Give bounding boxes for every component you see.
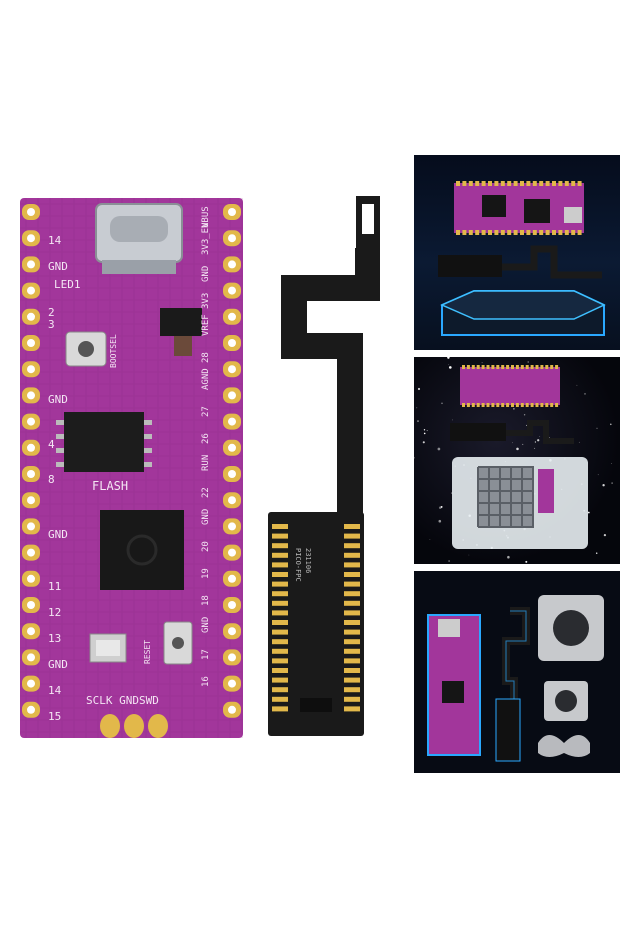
left-pin-label: 14 bbox=[48, 234, 62, 247]
left-pin-label: 8 bbox=[48, 473, 55, 486]
fpc-contact bbox=[344, 658, 360, 664]
fpc-label-1: PICO-FPC bbox=[294, 548, 302, 582]
left-pin-label: 4 bbox=[48, 438, 55, 451]
fpc-contact bbox=[272, 552, 288, 558]
right-pin-label: 17 bbox=[201, 649, 211, 660]
right-pin-label: GND bbox=[201, 266, 211, 282]
fpc-contact bbox=[272, 620, 288, 625]
swd-pad bbox=[100, 714, 120, 738]
mini-board bbox=[454, 183, 584, 233]
left-pin-label: 12 bbox=[48, 606, 61, 619]
fpc-contact bbox=[344, 572, 360, 577]
fpc-contact bbox=[344, 677, 360, 683]
bootsel-label: BOOTSEL bbox=[109, 334, 118, 368]
led-label: LED1 bbox=[54, 278, 81, 291]
fpc-contact bbox=[272, 706, 288, 712]
product-photo-console bbox=[414, 571, 620, 773]
left-pin-pads bbox=[22, 204, 40, 718]
controller bbox=[538, 735, 590, 757]
fpc-contact bbox=[344, 620, 360, 625]
right-pin-label: 16 bbox=[201, 676, 211, 687]
regulator-chip bbox=[160, 308, 202, 336]
left-pin-label: 14 bbox=[48, 684, 62, 697]
fpc-contact bbox=[272, 687, 288, 693]
right-pin-pads bbox=[223, 204, 241, 718]
fpc-contact bbox=[344, 524, 360, 529]
left-pin-label: 3 bbox=[48, 318, 55, 331]
fpc-contact bbox=[344, 581, 360, 587]
right-pin-label: 28 bbox=[201, 352, 211, 363]
flash-chip bbox=[64, 412, 144, 472]
fpc-contact bbox=[344, 562, 360, 568]
left-pin-label: GND bbox=[48, 658, 68, 671]
fpc-contact bbox=[272, 562, 288, 568]
fpc-contact bbox=[344, 629, 360, 635]
fpc-cable-image: PICO-FPC 231106 bbox=[268, 196, 380, 736]
right-pin-label: GND bbox=[201, 509, 211, 525]
swd-pad bbox=[148, 714, 168, 738]
fpc-contact bbox=[344, 600, 360, 606]
fpc-contact bbox=[272, 639, 288, 645]
fpc-contact bbox=[344, 706, 360, 712]
right-pin-label: 3V3 bbox=[201, 293, 211, 309]
right-pin-label: 27 bbox=[201, 406, 211, 417]
right-pin-label: 3V3_EN bbox=[201, 222, 211, 255]
fpc-contact bbox=[272, 668, 288, 673]
fpc-label-2: 231106 bbox=[304, 548, 312, 573]
fpc-contact bbox=[272, 629, 288, 635]
fpc-contact bbox=[344, 533, 360, 539]
left-pin-label: 2 bbox=[48, 306, 55, 319]
flash-label: FLASH bbox=[92, 479, 128, 493]
fpc-contact bbox=[272, 572, 288, 577]
swd-pad bbox=[124, 714, 144, 738]
fpc-contact bbox=[272, 524, 288, 529]
right-pin-label: VBUS bbox=[201, 206, 211, 228]
fpc-contact bbox=[272, 533, 288, 539]
left-pin-label: GND bbox=[48, 260, 68, 273]
rp2040-chip bbox=[100, 510, 184, 590]
right-pin-label: VREF bbox=[201, 314, 211, 336]
swd-label: SCLK GNDSWD bbox=[86, 694, 159, 707]
left-pin-label: GND bbox=[48, 393, 68, 406]
product-photo-space-case bbox=[414, 357, 620, 564]
right-pin-label: RUN bbox=[201, 455, 211, 471]
reset-label: RESET bbox=[143, 640, 152, 664]
right-pin-label: 18 bbox=[201, 595, 211, 606]
fpc-contact bbox=[272, 677, 288, 683]
fpc-contact bbox=[344, 552, 360, 558]
fpc-contact bbox=[344, 591, 360, 597]
fpc-contact bbox=[272, 591, 288, 597]
right-pin-label: 20 bbox=[201, 541, 211, 552]
left-pin-label: 15 bbox=[48, 710, 61, 723]
left-pin-label: GND bbox=[48, 528, 68, 541]
fpc-ribbon bbox=[281, 248, 380, 516]
fpc-paddle bbox=[268, 512, 364, 736]
fpc-contact bbox=[344, 668, 360, 673]
right-pin-label: AGND bbox=[201, 368, 211, 390]
fan bbox=[478, 467, 534, 527]
fpc-contact bbox=[272, 658, 288, 664]
fpc-contact bbox=[344, 696, 360, 702]
right-pin-label: 26 bbox=[201, 433, 211, 444]
right-pin-label: 22 bbox=[201, 487, 211, 498]
fpc-contact bbox=[272, 610, 288, 616]
fpc-contact bbox=[344, 639, 360, 645]
mini-board bbox=[460, 367, 560, 405]
fpc-contact bbox=[272, 581, 288, 587]
product-photo-pedestal bbox=[414, 155, 620, 350]
left-pin-label: 11 bbox=[48, 580, 61, 593]
right-pin-label: 19 bbox=[201, 568, 211, 579]
fpc-contact bbox=[344, 648, 360, 654]
fpc-contact bbox=[272, 600, 288, 606]
right-pin-label: GND bbox=[201, 617, 211, 633]
fpc-contact bbox=[272, 648, 288, 654]
fpc-contact bbox=[344, 543, 360, 549]
fpc-contact bbox=[272, 696, 288, 702]
fpc-contact bbox=[344, 687, 360, 693]
left-pin-label: 13 bbox=[48, 632, 61, 645]
fpc-contact bbox=[344, 610, 360, 616]
fpc-contact bbox=[272, 543, 288, 549]
